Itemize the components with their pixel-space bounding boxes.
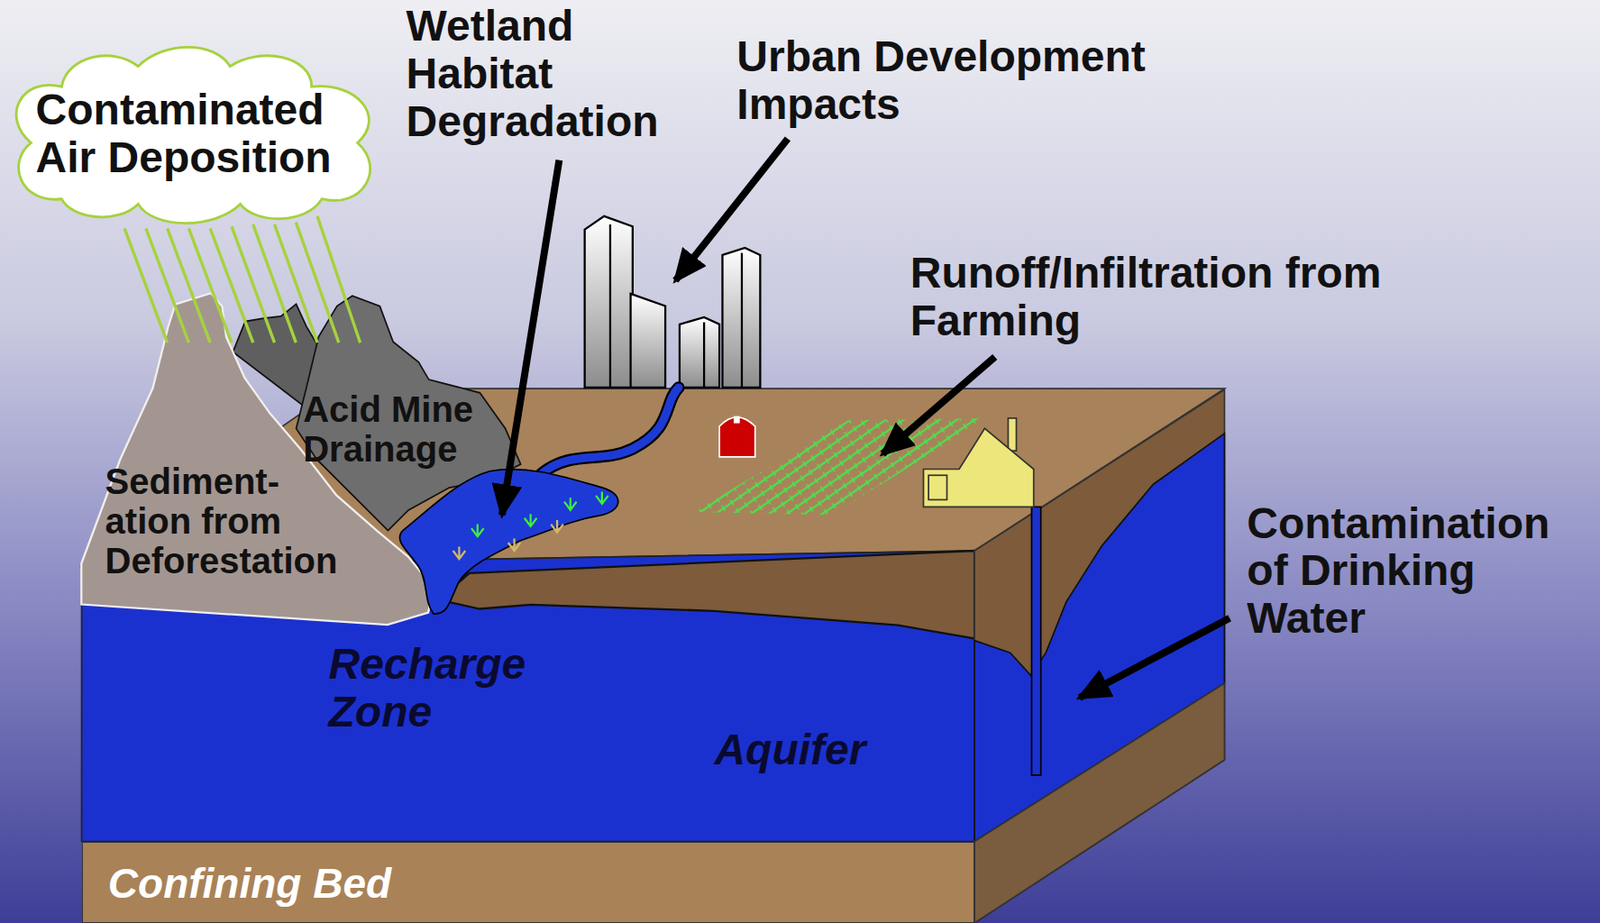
soil-layer <box>438 550 975 639</box>
node-text: Acid Mine Drainage <box>302 389 484 469</box>
house-icon <box>923 428 1034 507</box>
node-text: Sediment- ation from Deforestation <box>105 461 349 581</box>
city-buildings <box>585 216 761 388</box>
building-icon <box>722 247 760 388</box>
plant-symbol <box>508 538 522 551</box>
plant-symbol <box>524 513 538 527</box>
plant-symbol <box>564 497 577 511</box>
impact-label: Wetland Habitat Degradation <box>406 2 677 146</box>
leader-arrow <box>675 138 788 281</box>
building-edge <box>703 322 705 388</box>
building-edge <box>609 224 612 388</box>
plant-symbol <box>595 491 609 504</box>
confining-bed: Confining Bed <box>82 841 976 923</box>
impact-label: Contamination of Drinking Water <box>1246 500 1572 643</box>
leader-arrow <box>882 356 996 454</box>
well-pipe <box>1031 506 1041 776</box>
impact-label: Urban Development Impacts <box>736 33 1170 129</box>
cloud-shape: Contaminated Air Deposition <box>4 38 391 233</box>
barn-window <box>733 416 741 424</box>
confining-bed-side <box>974 683 1225 923</box>
wetland-plants <box>453 491 609 559</box>
house-chimney <box>1007 418 1016 451</box>
plant-symbol <box>550 520 564 533</box>
stream-outline <box>540 387 679 475</box>
node-text: Contaminated Air Deposition <box>36 86 343 183</box>
building-icon <box>630 293 666 388</box>
cloud-shape-path <box>16 46 371 223</box>
plant-symbol <box>453 546 467 559</box>
leader-arrow <box>1079 618 1230 698</box>
stream <box>540 387 679 475</box>
leader-arrow <box>502 160 559 516</box>
impact-label: Runoff/Infiltration from Farming <box>910 249 1434 346</box>
plant-symbol <box>471 524 485 538</box>
region-label: Recharge Zone <box>329 640 564 737</box>
house-window <box>928 475 947 500</box>
building-edge <box>740 253 743 388</box>
building-icon <box>679 317 720 388</box>
region-label: Aquifer <box>713 726 866 775</box>
node-text: Confining Bed <box>108 860 392 907</box>
leader-arrows <box>502 138 1230 698</box>
sediment-hill-path <box>82 292 435 625</box>
acid-rain <box>124 216 360 343</box>
building-icon <box>585 216 633 388</box>
